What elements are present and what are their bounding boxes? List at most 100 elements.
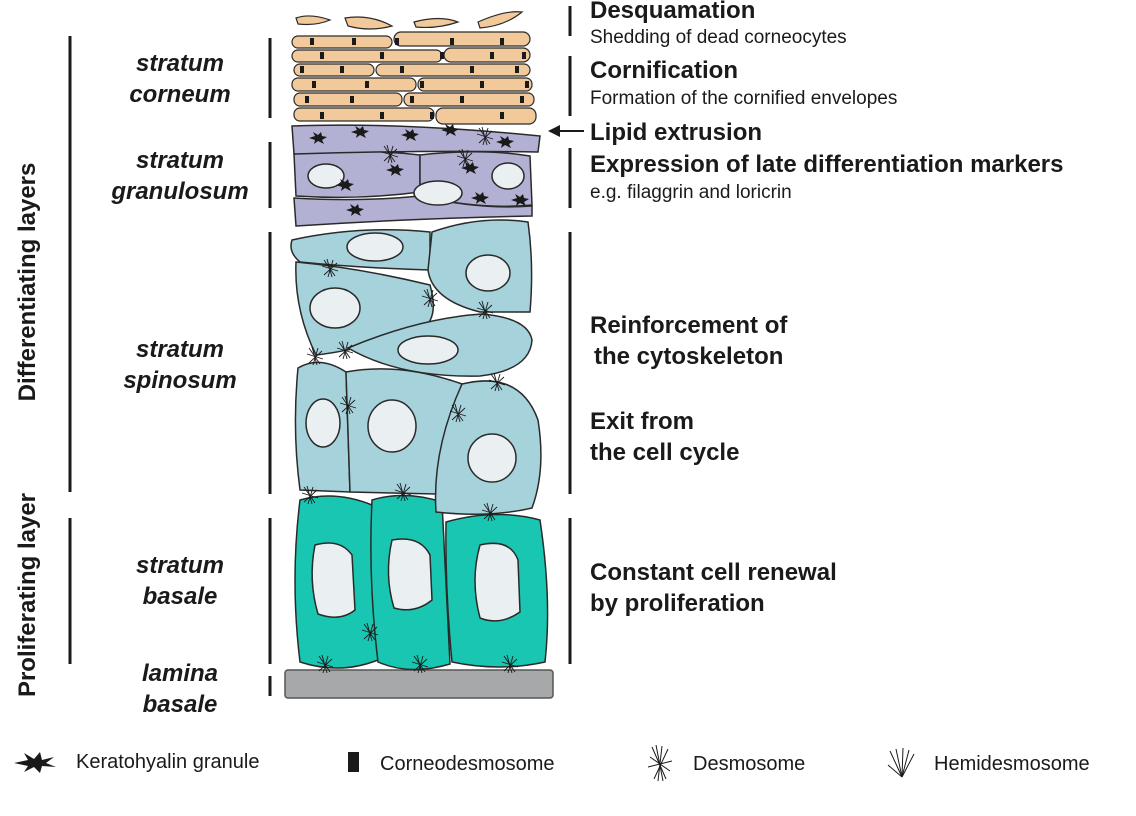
nucleus (311, 542, 356, 618)
nucleus (346, 232, 404, 262)
legend-desmosome-label: Desmosome (693, 753, 806, 775)
corneocyte (435, 107, 537, 125)
corneocyte (291, 49, 443, 63)
nucleus (491, 162, 525, 190)
corneodesmosome (310, 38, 314, 45)
corneodesmosome (525, 81, 529, 88)
corneocyte (393, 31, 531, 47)
legend-keratohyalin-label: Keratohyalin granule (76, 751, 260, 773)
legend-hemidesmosome-label: Hemidesmosome (934, 753, 1090, 775)
corneocyte (293, 92, 403, 107)
corneodesmosome (440, 52, 444, 59)
corneodesmosome (350, 96, 354, 103)
corneodesmosome (312, 81, 316, 88)
keratohyalin-granule (401, 129, 419, 141)
keratohyalin-granule (351, 126, 369, 138)
corneocyte (291, 35, 393, 49)
late-markers-title: Expression of late differentiation marke… (590, 151, 1064, 178)
spinous-nuclei (305, 232, 517, 483)
lamina-basale (284, 669, 554, 699)
desmosome (421, 288, 439, 308)
desmosome (394, 482, 412, 502)
corneodesmosome (520, 96, 524, 103)
corneodesmosome-icon (348, 752, 359, 772)
corneodesmosome (522, 52, 526, 59)
keratohyalin-granule (441, 124, 459, 136)
corneodesmosome (395, 38, 399, 45)
corneodesmosome (470, 66, 474, 73)
corneodesmosome (430, 112, 434, 119)
desmosome (321, 258, 339, 278)
corneocyte (295, 15, 332, 26)
corneocyte (375, 63, 531, 77)
corneocyte (344, 16, 394, 30)
proliferating-layer-label: Proliferating layer (14, 492, 41, 698)
keratohyalin-granule (471, 192, 489, 204)
desmosome (476, 126, 494, 146)
stratum-basale-cells (294, 494, 549, 671)
nucleus (465, 254, 511, 292)
keratohyalin-granule (461, 162, 479, 174)
stratum-corneum-cells (291, 11, 537, 125)
lipid-extrusion-arrow (548, 125, 584, 137)
corneodesmosome (460, 96, 464, 103)
corneodesmosome (305, 96, 309, 103)
desmosome (316, 654, 334, 674)
bracket-lines (68, 6, 572, 696)
keratohyalin-granule (511, 194, 529, 206)
desmosome (456, 148, 474, 168)
keratohyalin-granule (336, 179, 354, 191)
legend-corneodesmosome-label: Corneodesmosome (380, 753, 555, 775)
corneocyte (417, 77, 533, 92)
desmosome (306, 346, 324, 366)
corneodesmosome (490, 52, 494, 59)
nucleus (413, 180, 463, 206)
corneodesmosome (450, 38, 454, 45)
desmosome (361, 622, 379, 642)
late-markers-detail: e.g. filaggrin and loricrin (590, 182, 792, 203)
corneodesmosome (400, 66, 404, 73)
corneodesmosome (340, 66, 344, 73)
nucleus (367, 399, 417, 453)
corneodesmosome (380, 52, 384, 59)
corneodesmosome (352, 38, 356, 45)
desquamation-detail: Shedding of dead corneocytes (590, 27, 847, 48)
desmosome (481, 502, 499, 522)
nucleus (387, 538, 433, 611)
granular-nuclei (307, 162, 525, 206)
desmosome (381, 144, 399, 164)
cornification-title: Cornification (590, 57, 738, 84)
desmosome-icon (647, 744, 673, 782)
differentiating-layers-label: Differentiating layers (14, 162, 41, 402)
keratohyalin-granule (309, 132, 327, 144)
corneodesmosome (380, 112, 384, 119)
desmosome (301, 485, 319, 505)
nucleus (474, 542, 521, 622)
nucleus (309, 287, 361, 329)
corneodesmosome (515, 66, 519, 73)
corneocyte (443, 47, 531, 63)
desmosome (476, 300, 494, 320)
desmosome (411, 654, 429, 674)
desmosome (449, 403, 467, 423)
corneodesmosome (420, 81, 424, 88)
desmosome (336, 340, 354, 360)
corneodesmosome (500, 112, 504, 119)
granular-cell (293, 195, 533, 227)
hemidesmosome-icon (887, 747, 915, 778)
corneocyte (413, 17, 460, 29)
corneodesmosome (320, 112, 324, 119)
corneodesmosomes (300, 38, 529, 119)
nucleus (397, 335, 459, 365)
nucleus (305, 398, 341, 448)
keratohyalin-granule-icon (14, 752, 56, 773)
desmosome (339, 395, 357, 415)
